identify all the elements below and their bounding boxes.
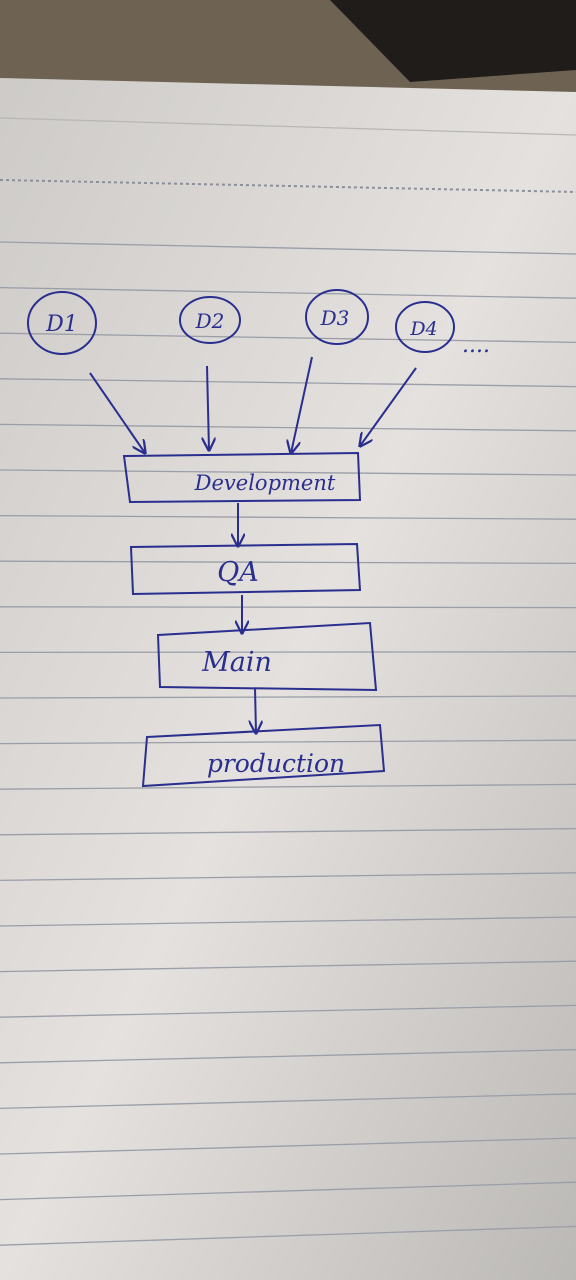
arrow-d4-to-development xyxy=(360,367,417,446)
developer-circle xyxy=(179,296,241,344)
arrow-main-to-production xyxy=(255,687,256,733)
developer-label-d3: D3 xyxy=(320,306,350,330)
developer-circle xyxy=(305,289,369,345)
stage-development: Development xyxy=(122,451,362,504)
stage-label-production: production xyxy=(207,749,345,778)
stage-main: Main xyxy=(156,621,378,692)
ruled-line xyxy=(0,739,576,745)
ruled-line xyxy=(0,1048,576,1064)
ruled-line xyxy=(0,827,576,836)
ruled-line xyxy=(0,1004,576,1018)
developer-d4: D4 xyxy=(395,301,455,353)
stage-box xyxy=(122,451,362,504)
ruled-line xyxy=(0,423,576,432)
developer-d3: D3 xyxy=(305,289,369,345)
stage-label-main: Main xyxy=(201,647,272,678)
ruled-line xyxy=(0,960,576,973)
header-rule xyxy=(0,117,576,136)
paper-shading xyxy=(0,78,576,1280)
ruled-line xyxy=(0,514,576,520)
ruled-lines xyxy=(0,241,576,1246)
arrow-d3-to-development xyxy=(291,356,313,453)
developer-label-d4: D4 xyxy=(409,318,437,340)
ruled-line xyxy=(0,1225,576,1246)
stage-qa: QA xyxy=(129,542,362,596)
stage-box xyxy=(156,621,378,692)
dark-object-on-desk xyxy=(330,0,576,82)
stage-label-qa: QA xyxy=(217,557,259,588)
ruled-line xyxy=(0,332,576,344)
ruled-line xyxy=(0,872,576,882)
more-developers-ellipsis: .... xyxy=(462,333,490,358)
ruled-line xyxy=(0,695,576,699)
stage-label-development: Development xyxy=(194,471,336,495)
stage-box xyxy=(129,542,362,596)
arrow-d1-to-development xyxy=(89,372,145,453)
ruled-line xyxy=(0,469,576,476)
ruled-line xyxy=(0,783,576,790)
developer-d2: D2 xyxy=(179,296,241,344)
ruled-line xyxy=(0,286,576,299)
ruled-line xyxy=(0,241,576,255)
developer-label-d1: D1 xyxy=(45,312,78,337)
arrow-d2-to-development xyxy=(207,365,209,450)
developer-label-d2: D2 xyxy=(195,309,225,333)
ruled-line xyxy=(0,560,576,565)
ruled-line xyxy=(0,651,576,654)
ruled-line xyxy=(0,916,576,927)
ruled-line xyxy=(0,1093,576,1110)
ruled-line xyxy=(0,1181,576,1201)
developer-circle xyxy=(27,291,97,355)
developer-d1: D1 xyxy=(27,291,97,355)
developer-circle xyxy=(395,301,455,353)
ruled-line xyxy=(0,1137,576,1155)
stage-box xyxy=(141,723,386,788)
stage-production: production xyxy=(141,723,386,788)
ruled-line xyxy=(0,606,576,609)
perforation-line xyxy=(0,179,576,193)
